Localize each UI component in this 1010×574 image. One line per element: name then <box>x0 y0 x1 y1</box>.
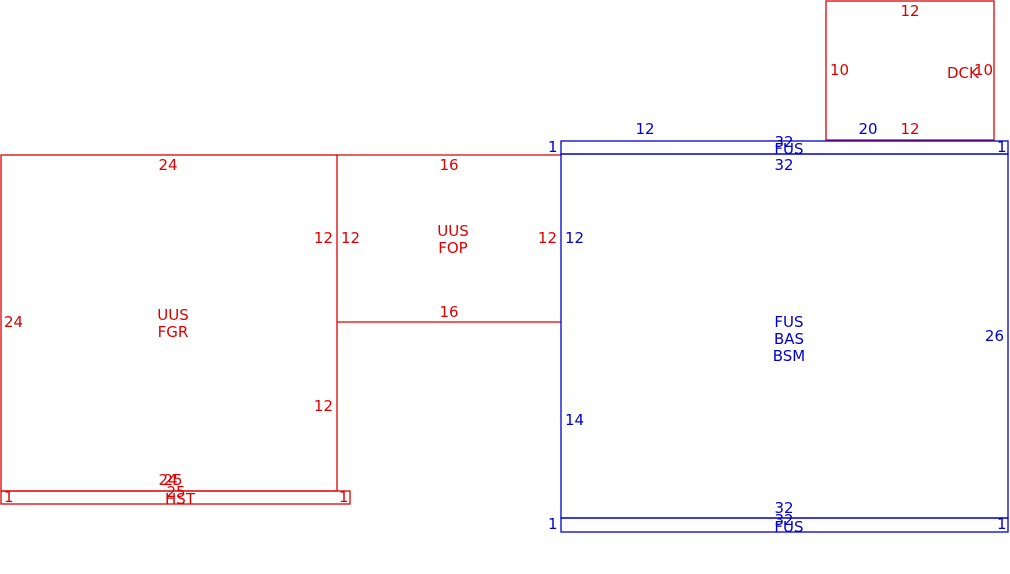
dim-dck-bottom: 12 <box>900 120 919 138</box>
dim-uus-fop-left: 12 <box>341 229 360 247</box>
dim-fus-top-strip-extra: 20 <box>858 120 877 138</box>
dim-fus-bottom-strip-left: 1 <box>548 515 558 533</box>
room-fus-main-label-line2: BAS <box>774 330 804 348</box>
room-fus-main: FUS BAS BSM 32 12 14 26 32 <box>560 153 1009 519</box>
dim-uus-fgr-top: 24 <box>158 156 177 174</box>
dim-fus-main-top: 32 <box>774 156 793 174</box>
dim-fus-top-strip-left: 1 <box>548 138 558 156</box>
dim-hst-top-2: 25 <box>163 471 182 489</box>
dim-dck-left: 10 <box>830 61 849 79</box>
dim-uus-fgr-bottom: 24 <box>158 471 177 489</box>
dim-hst-right: 1 <box>339 488 349 506</box>
room-uus-fop-label-line1: UUS <box>437 222 468 240</box>
dim-dck-right: 10 <box>974 61 993 79</box>
dim-fus-main-bottom: 32 <box>774 499 793 517</box>
room-uus-fop: UUS FOP 16 12 12 16 <box>337 154 561 323</box>
room-hst: HST 25 25 1 1 <box>0 471 351 508</box>
room-fus-main-label-line1: FUS <box>774 313 803 331</box>
dim-uus-fop-bottom: 16 <box>439 303 458 321</box>
dim-fus-bottom-strip-right: 1 <box>997 515 1007 533</box>
dim-uus-fgr-right-lower: 12 <box>314 397 333 415</box>
room-fus-top-strip: FUS 32 12 20 1 1 <box>548 120 1009 158</box>
room-hst-label: HST <box>165 490 196 508</box>
dim-fus-main-left-lower: 14 <box>565 411 584 429</box>
dim-fus-top-strip-top: 32 <box>774 133 793 151</box>
room-fus-bottom-strip-outline <box>560 517 1009 533</box>
dim-uus-fgr-left: 24 <box>4 313 23 331</box>
dim-uus-fgr-right-upper: 12 <box>314 229 333 247</box>
room-fus-main-label-line3: BSM <box>773 347 806 365</box>
dim-uus-fop-top: 16 <box>439 156 458 174</box>
dim-uus-fop-right: 12 <box>538 229 557 247</box>
dim-hst-left: 1 <box>4 488 14 506</box>
room-uus-fgr-label-line1: UUS <box>157 306 188 324</box>
room-uus-fop-label-line2: FOP <box>438 239 467 257</box>
dim-dck-top: 12 <box>900 2 919 20</box>
dim-fus-top-strip-right: 1 <box>997 138 1007 156</box>
room-hst-outline <box>0 490 351 505</box>
dim-fus-bottom-strip-top: 32 <box>774 511 793 529</box>
room-fus-bottom-strip: FUS 32 1 1 <box>548 511 1009 536</box>
room-fus-bottom-strip-label: FUS <box>774 518 803 536</box>
dim-fus-main-right: 26 <box>985 327 1004 345</box>
room-dck: DCK 12 10 10 12 <box>825 0 995 141</box>
room-uus-fgr: UUS FGR 24 24 12 12 24 <box>0 154 338 492</box>
dim-hst-top: 25 <box>166 483 185 501</box>
dim-fus-top-strip-top-left: 12 <box>635 120 654 138</box>
room-dck-outline <box>825 0 995 141</box>
room-dck-label: DCK <box>947 64 980 82</box>
dim-fus-main-left-upper: 12 <box>565 229 584 247</box>
room-uus-fgr-label-line2: FGR <box>158 323 189 341</box>
